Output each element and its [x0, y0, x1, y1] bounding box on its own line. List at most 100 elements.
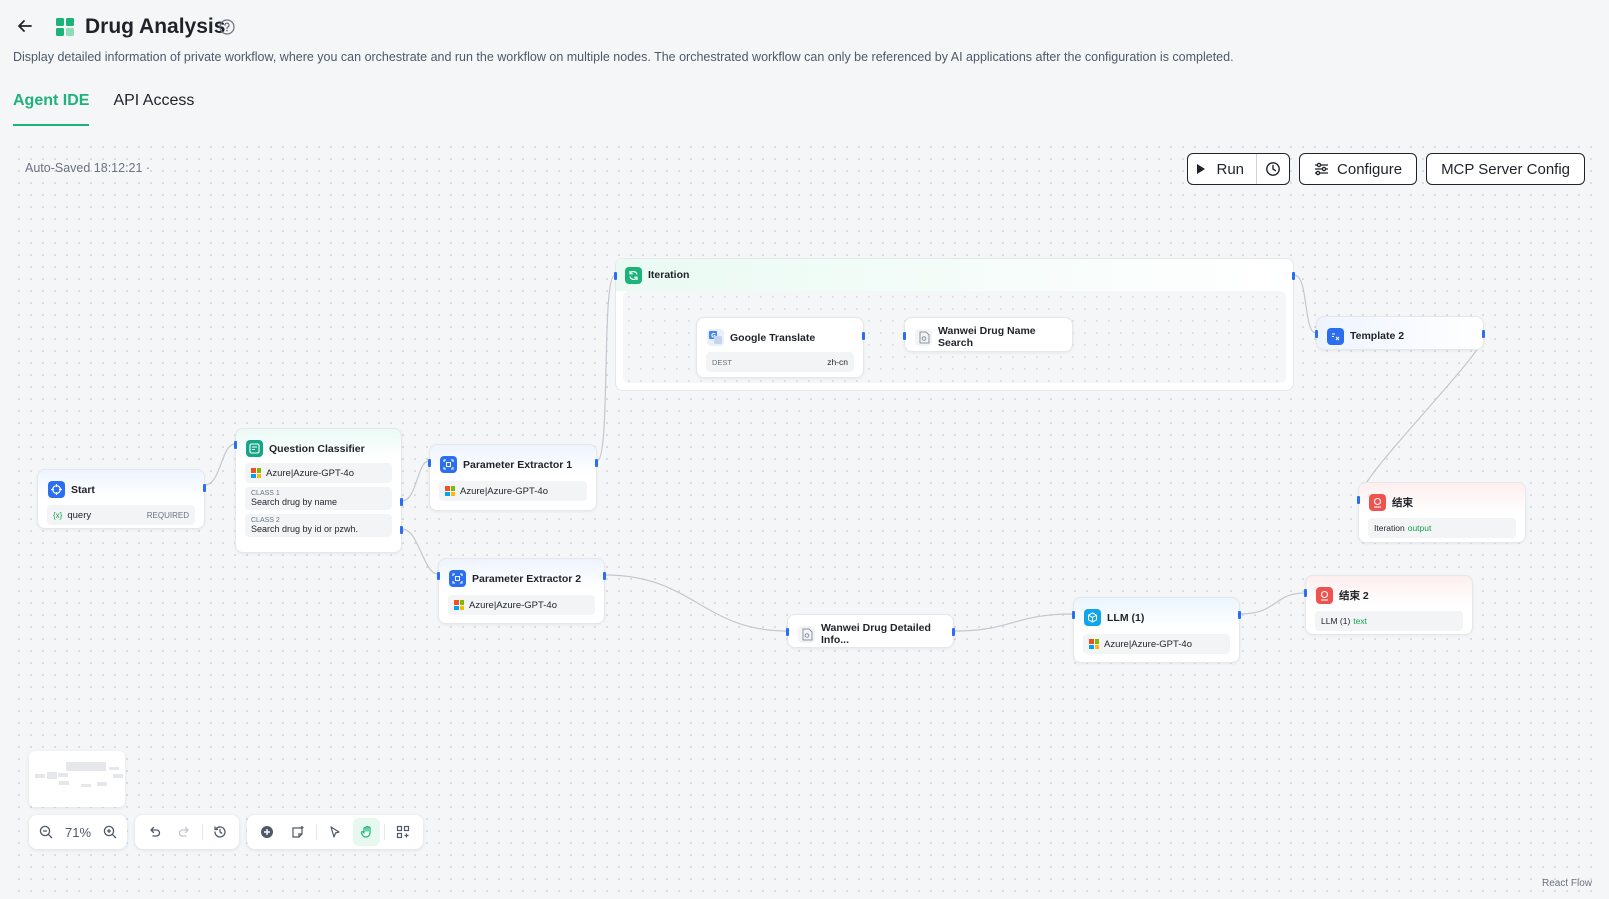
edge-pe2-detail [604, 574, 788, 632]
end-variable-field: LLM (1) text [1315, 611, 1463, 631]
history-clock-icon [1266, 162, 1280, 176]
edge-llm-end2 [1239, 592, 1306, 615]
start-output-handle[interactable] [203, 484, 206, 492]
tool-controls [247, 815, 423, 849]
template-icon [1327, 327, 1344, 345]
class-1-output-handle[interactable] [400, 498, 403, 506]
organize-layout-button[interactable] [389, 818, 417, 846]
history-controls [135, 815, 239, 849]
node-llm-1[interactable]: LLM (1) Azure|Azure-GPT-4o [1072, 597, 1241, 663]
template-input-handle[interactable] [1315, 330, 1318, 338]
node-end[interactable]: 结束 Iteration output [1357, 482, 1526, 543]
pe2-output-handle[interactable] [603, 572, 606, 580]
llm-output-handle[interactable] [1238, 611, 1241, 619]
google-translate-icon: G [707, 329, 724, 346]
zoom-level[interactable]: 71% [64, 824, 92, 840]
arrow-left-icon [18, 20, 32, 32]
workflow-app-icon [56, 18, 74, 36]
back-button[interactable] [13, 14, 37, 38]
detail-output-handle[interactable] [952, 628, 955, 636]
tab-agent-ide[interactable]: Agent IDE [13, 92, 90, 126]
required-badge: REQUIRED [146, 510, 189, 520]
end2-input-handle[interactable] [1304, 589, 1307, 597]
llm-input-handle[interactable] [1072, 611, 1075, 619]
undo-icon [150, 826, 161, 837]
node-header: Question Classifier [236, 429, 401, 459]
iteration-input-handle[interactable] [614, 272, 617, 280]
node-start[interactable]: Start {x} query REQUIRED [37, 469, 206, 529]
node-wanwei-name-search[interactable]: Wanwei Drug Name Search [903, 317, 1073, 352]
end-input-handle[interactable] [1357, 496, 1360, 504]
tab-api-access[interactable]: API Access [113, 92, 195, 109]
model-name: Azure|Azure-GPT-4o [266, 467, 355, 479]
hand-mode-button[interactable] [352, 818, 381, 846]
add-node-button[interactable] [253, 818, 281, 846]
workflow-canvas[interactable]: Auto-Saved 18:12:21 · Run Configure MCP … [13, 141, 1596, 893]
history-icon [214, 826, 226, 838]
node-parameter-extractor-1[interactable]: Parameter Extractor 1 Azure|Azure-GPT-4o [428, 444, 598, 511]
undo-button[interactable] [141, 818, 167, 846]
run-history-button[interactable] [1257, 154, 1289, 184]
node-title: 结束 [1392, 497, 1413, 509]
microsoft-logo-icon [251, 468, 261, 478]
extractor-icon [449, 570, 466, 587]
minimap[interactable] [29, 751, 125, 807]
class-2-output-handle[interactable] [400, 526, 403, 534]
pe1-input-handle[interactable] [428, 459, 431, 467]
pe1-output-handle[interactable] [595, 459, 598, 467]
edge-classifier-pe1 [401, 460, 430, 502]
node-title: Question Classifier [269, 442, 365, 455]
variable-name: text [1353, 616, 1367, 626]
svg-text:G: G [711, 333, 716, 340]
start-variable-field: {x} query REQUIRED [47, 505, 195, 525]
namesearch-input-handle[interactable] [903, 332, 906, 340]
hand-icon [360, 825, 371, 838]
class-2-box: CLASS 2 Search drug by id or pzwh. [245, 514, 392, 537]
translate-output-handle[interactable] [862, 332, 865, 340]
node-end-2[interactable]: 结束 2 LLM (1) text [1304, 575, 1473, 635]
node-title: Parameter Extractor 1 [463, 458, 573, 471]
node-wanwei-detailed-info[interactable]: Wanwei Drug Detailed Info... [786, 614, 955, 648]
node-question-classifier[interactable]: Question Classifier Azure|Azure-GPT-4o C… [234, 428, 403, 553]
node-header: 结束 2 [1306, 576, 1472, 606]
divider [201, 824, 203, 840]
node-template-2[interactable]: Template 2 [1315, 316, 1485, 350]
zoom-in-button[interactable] [99, 818, 121, 846]
iteration-output-handle[interactable] [1292, 272, 1295, 280]
class-text: Search drug by id or pzwh. [251, 524, 359, 534]
node-google-translate[interactable]: G Google Translate DEST zh-cn [696, 317, 865, 378]
node-parameter-extractor-2[interactable]: Parameter Extractor 2 Azure|Azure-GPT-4o [437, 558, 606, 624]
pe2-input-handle[interactable] [437, 572, 440, 580]
template-output-handle[interactable] [1482, 330, 1485, 338]
variable-icon: {x} [53, 510, 63, 520]
sliders-icon [1315, 162, 1329, 176]
version-history-button[interactable] [207, 818, 233, 846]
mcp-server-config-button[interactable]: MCP Server Config [1426, 153, 1585, 185]
dest-field: DEST zh-cn [706, 352, 854, 372]
classifier-input-handle[interactable] [234, 441, 237, 449]
run-button[interactable]: Run [1188, 154, 1258, 184]
class-label: CLASS 1 [251, 490, 280, 497]
node-header: Parameter Extractor 1 [430, 445, 596, 475]
zoom-controls: 71% [29, 815, 127, 849]
iteration-icon [625, 266, 642, 284]
add-note-button[interactable] [285, 818, 313, 846]
note-icon [292, 826, 304, 838]
configure-button[interactable]: Configure [1299, 153, 1418, 185]
node-title: Template 2 [1350, 330, 1405, 342]
node-header: Wanwei Drug Name Search [905, 318, 1072, 349]
node-title: Wanwei Drug Name Search [938, 325, 1036, 349]
help-icon[interactable] [219, 19, 235, 35]
microsoft-logo-icon [454, 600, 464, 610]
react-flow-attribution[interactable]: React Flow [1541, 878, 1592, 889]
class-label: CLASS 2 [251, 517, 280, 524]
play-icon [1197, 164, 1206, 174]
edge-iteration-template [1293, 274, 1317, 334]
detail-input-handle[interactable] [786, 628, 789, 636]
redo-button[interactable] [171, 818, 197, 846]
pointer-mode-button[interactable] [321, 818, 349, 846]
zoom-out-button[interactable] [35, 818, 57, 846]
microsoft-logo-icon [1089, 639, 1099, 649]
end-icon [1316, 587, 1333, 604]
node-header: Wanwei Drug Detailed Info... [788, 615, 953, 646]
